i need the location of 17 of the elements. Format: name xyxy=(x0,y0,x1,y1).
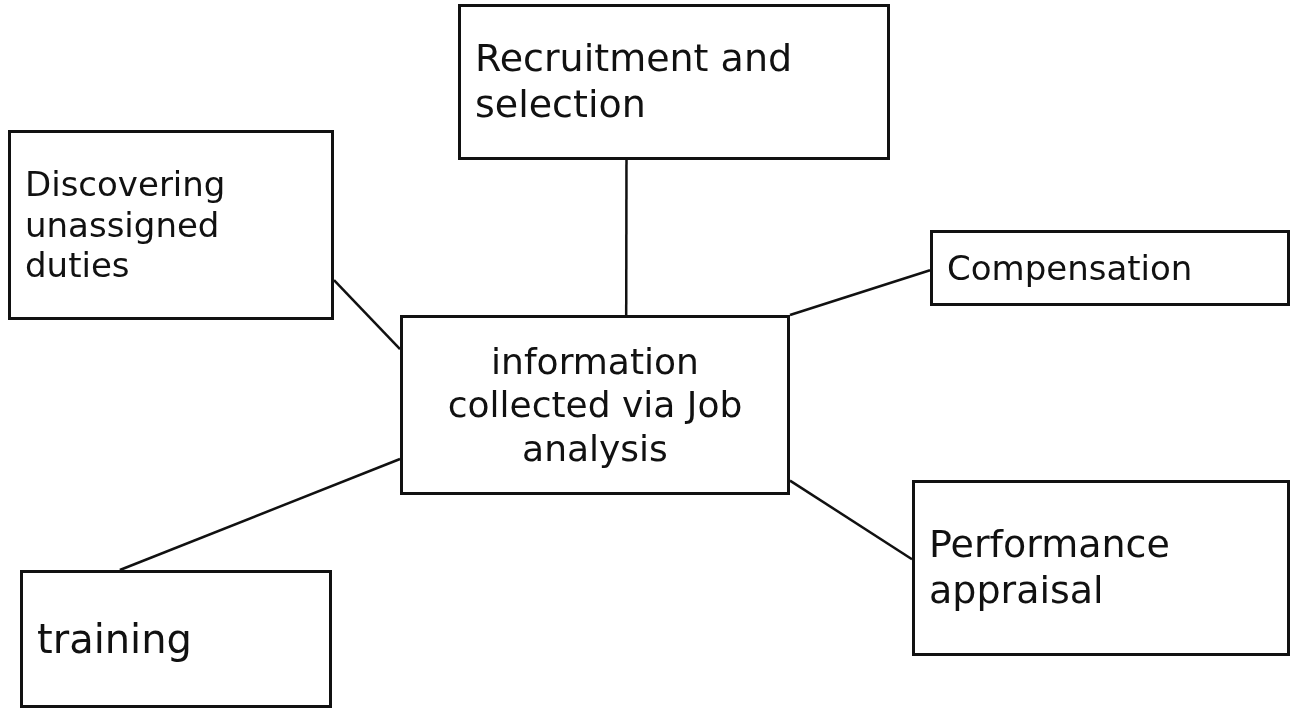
connector-line xyxy=(789,269,931,317)
text-box xyxy=(912,480,1290,656)
text-box xyxy=(8,130,334,320)
text-box xyxy=(20,570,332,708)
box-label: Compensation xyxy=(947,247,1193,289)
text-box xyxy=(400,315,790,495)
connector-line xyxy=(789,479,913,561)
box-label: information collected via Job analysis xyxy=(446,340,744,470)
text-box xyxy=(458,4,890,160)
text-box xyxy=(930,230,1290,306)
box-label: Recruitment and selection xyxy=(475,36,794,128)
connector-line xyxy=(624,160,628,315)
connector-line xyxy=(333,279,401,351)
box-label: Discovering unassigned duties xyxy=(25,163,227,287)
box-label: training xyxy=(37,615,192,663)
connector-line xyxy=(119,457,401,572)
box-label: Performance appraisal xyxy=(929,522,1171,614)
